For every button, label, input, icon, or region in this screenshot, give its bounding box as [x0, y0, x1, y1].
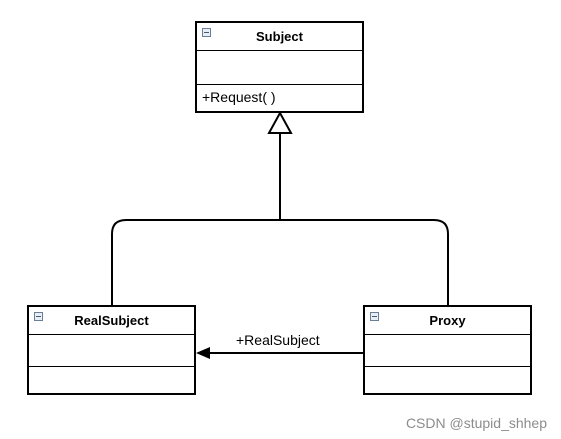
generalization-triangle-icon: [267, 110, 293, 134]
attributes-compartment: [197, 51, 362, 85]
methods-compartment: +Request( ): [197, 85, 362, 112]
method-request: +Request( ): [202, 89, 276, 105]
attributes-compartment: [29, 335, 194, 367]
class-name: Subject: [256, 29, 303, 44]
methods-compartment: [29, 367, 194, 394]
class-subject[interactable]: Subject +Request( ): [195, 21, 364, 113]
collapse-icon[interactable]: [370, 312, 379, 321]
class-realsubject[interactable]: RealSubject: [27, 305, 196, 395]
association-label: +RealSubject: [236, 332, 320, 348]
association-arrowhead-icon: [196, 347, 210, 359]
class-name: RealSubject: [74, 313, 149, 328]
class-header: RealSubject: [29, 307, 194, 335]
attributes-compartment: [365, 335, 530, 367]
class-name: Proxy: [429, 313, 466, 328]
watermark: CSDN @stupid_shhep: [405, 415, 547, 431]
class-proxy[interactable]: Proxy: [363, 305, 532, 395]
class-header: Proxy: [365, 307, 530, 335]
collapse-icon[interactable]: [202, 28, 211, 37]
methods-compartment: [365, 367, 530, 394]
collapse-icon[interactable]: [34, 312, 43, 321]
generalization-edge: [111, 133, 449, 305]
class-header: Subject: [197, 23, 362, 51]
